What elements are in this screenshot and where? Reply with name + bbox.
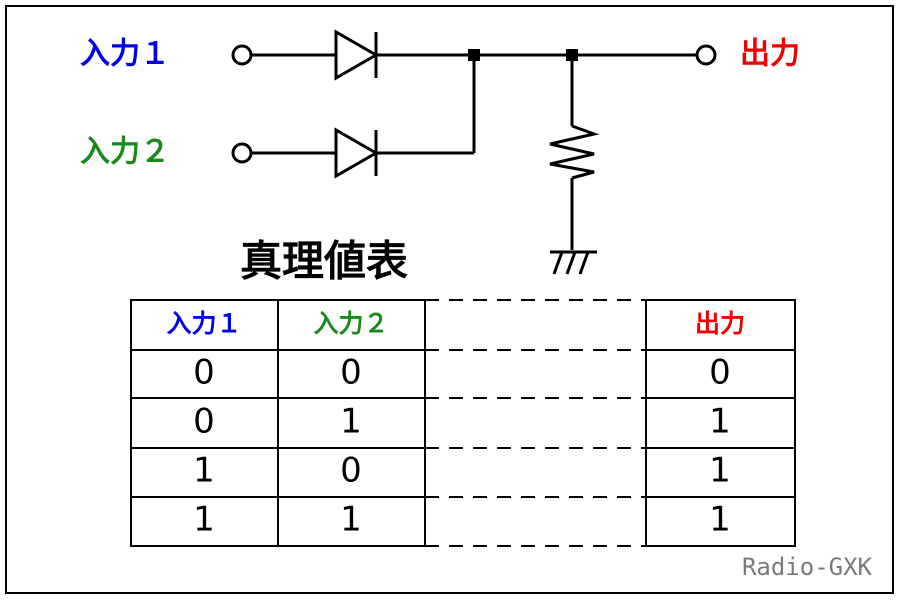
diode2-symbol: [334, 127, 380, 179]
row2-input1: 0: [193, 402, 215, 442]
row3-input2: 0: [340, 451, 362, 491]
output-label: 出力: [740, 37, 800, 72]
input2-terminal: [231, 142, 253, 164]
outer-frame: [5, 5, 894, 594]
truth-table-input-grid: [130, 299, 426, 547]
junction-dot-1: [468, 49, 480, 61]
circuit: [231, 29, 717, 275]
truth-table-output-grid: [645, 299, 796, 547]
input1-label: 入力１: [80, 37, 170, 72]
output-terminal: [695, 44, 717, 66]
resistor-symbol: [549, 124, 600, 180]
header-output: 出力: [695, 309, 745, 338]
ground-symbol: [550, 250, 597, 275]
input1-terminal: [231, 44, 253, 66]
truth-table-dashed-links: [425, 299, 646, 547]
truth-table-title: 真理値表: [240, 237, 408, 286]
row1-input2: 0: [340, 353, 362, 393]
diode1-symbol: [334, 29, 380, 81]
row4-input1: 1: [193, 500, 215, 540]
header-input1: 入力１: [166, 309, 241, 338]
row1-input1: 0: [193, 353, 215, 393]
header-input2: 入力２: [313, 309, 388, 338]
row1-output: 0: [709, 353, 731, 393]
credit-text: Radio-GXK: [742, 553, 873, 581]
row2-output: 1: [709, 402, 731, 442]
junction-dot-2: [566, 49, 578, 61]
row4-input2: 1: [340, 500, 362, 540]
row3-input1: 1: [193, 451, 215, 491]
row2-input2: 1: [340, 402, 362, 442]
row3-output: 1: [709, 451, 731, 491]
truth-table: 入力１ 入力２ 出力 0 0 0 0 1 1 1 0 1 1 1 1: [130, 299, 796, 547]
row4-output: 1: [709, 500, 731, 540]
input2-label: 入力２: [80, 135, 170, 170]
